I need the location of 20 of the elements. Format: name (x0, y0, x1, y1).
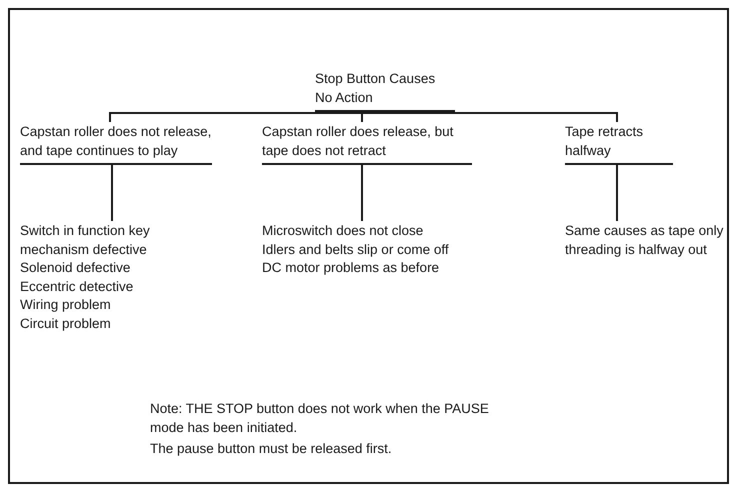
cause-text: DC motor problems as before (262, 259, 440, 277)
cause-text: Idlers and belts slip or come off (262, 240, 450, 259)
cause-text: Switch in function key mechanism defective (20, 222, 151, 258)
connector-line (616, 165, 618, 221)
heading-text: Capstan roller does not release, and tape continues to play (20, 123, 212, 160)
connector-line (111, 165, 113, 221)
connector-line (374, 111, 618, 122)
cause-text: Solenoid defective (20, 259, 132, 277)
cause-text: Wiring problem (20, 296, 112, 314)
heading-text: Tape retracts halfway (565, 123, 644, 160)
cause-text: Circuit problem (20, 314, 112, 333)
cause-text: Microswitch does not close (262, 222, 424, 240)
connector-line (361, 165, 363, 221)
heading-text: Capstan roller does release, but tape does not retract (262, 123, 454, 160)
heading-text: Stop Button Causes No Action (315, 70, 436, 106)
cause-text: Eccentric detective (20, 278, 134, 296)
note-text: The pause button must be released first. (150, 440, 393, 458)
underlined-heading (262, 123, 472, 165)
cause-text: Same causes as tape only threading is halfway out (565, 222, 724, 259)
note-text: Note: THE STOP button does not work when the PAUSE mode has been initiated. (150, 400, 490, 437)
